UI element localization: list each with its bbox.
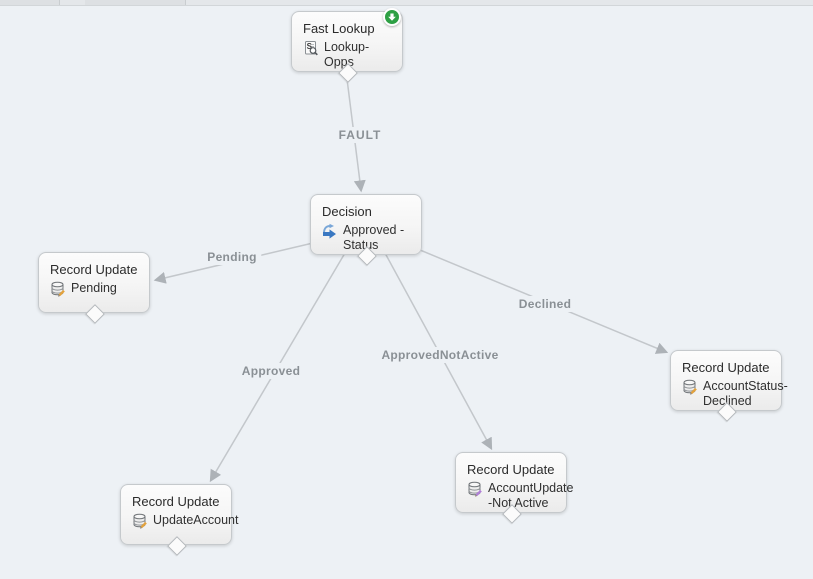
flow-node-decision[interactable]: Decision Approved - Status: [310, 194, 422, 255]
toolbar-button-edge: [145, 0, 186, 5]
toolbar-button-edge: [39, 0, 60, 5]
node-title: Fast Lookup: [303, 21, 375, 36]
node-title: Record Update: [682, 360, 770, 375]
flow-node-fast-lookup[interactable]: Fast Lookup S Lookup-Opps: [291, 11, 403, 72]
node-title: Record Update: [467, 462, 555, 477]
record-update-icon: [51, 281, 65, 297]
connector-label-fault: FAULT: [333, 127, 387, 143]
node-api-name: AccountUpdate -Not Active: [488, 481, 574, 510]
flow-node-record-update-pending[interactable]: Record Update Pending: [38, 252, 150, 313]
fast-lookup-icon: S: [305, 41, 318, 56]
start-element-badge: [383, 8, 401, 26]
record-update-icon: [133, 513, 147, 529]
node-api-name: Approved - Status: [343, 223, 405, 252]
toolbar-button-edge: [85, 0, 146, 5]
node-title: Decision: [322, 204, 372, 219]
record-update-icon: [683, 379, 697, 395]
node-api-name: AccountStatus- Declined: [703, 379, 788, 408]
svg-text:S: S: [307, 42, 313, 51]
connector-label-pending: Pending: [202, 249, 262, 265]
node-api-name: Pending: [71, 281, 117, 295]
toolbar-button-edge: [19, 0, 40, 5]
node-title: Record Update: [50, 262, 138, 277]
decision-icon: [323, 223, 336, 239]
node-api-name: Lookup-Opps: [324, 40, 370, 69]
connector-label-approvednotactive: ApprovedNotActive: [376, 347, 504, 363]
connector-label-declined: Declined: [513, 296, 577, 312]
node-api-name: UpdateAccount: [153, 513, 239, 527]
toolbar-edge: [0, 0, 813, 6]
connector-label-approved: Approved: [236, 363, 306, 379]
toolbar-button-edge: [0, 0, 20, 5]
record-update-icon: [468, 481, 482, 497]
down-arrow-icon: [388, 13, 396, 21]
node-title: Record Update: [132, 494, 220, 509]
flow-node-record-update-accountupdate-not-active[interactable]: Record Update AccountUpdate -Not Active: [455, 452, 573, 513]
